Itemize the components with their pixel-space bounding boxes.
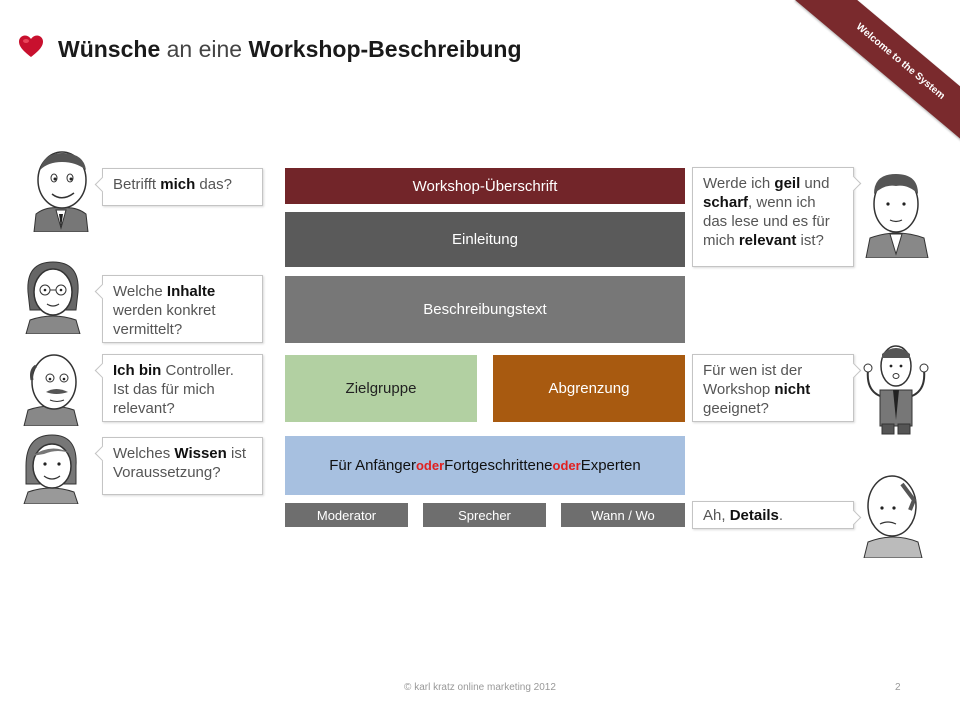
levels-advanced: Fortgeschrittene — [444, 457, 553, 474]
levels-beginners: Für Anfänger — [329, 457, 416, 474]
exclusion-box: Abgrenzung — [493, 355, 685, 422]
bubble-prerequisites: Welches Wissen ist Voraussetzung? — [102, 437, 263, 495]
woman-face-icon — [18, 432, 84, 504]
levels-experts: Experten — [580, 457, 641, 474]
footer-copyright: © karl kratz online marketing 2012 — [404, 682, 556, 693]
description-box: Beschreibungstext — [285, 276, 685, 343]
workshop-heading-box: Workshop-Überschrift — [285, 168, 685, 204]
moderator-box: Moderator — [285, 503, 408, 527]
bubble-details: Ah, Details. — [692, 501, 854, 529]
levels-or-2: oder — [552, 458, 581, 473]
man-tie-arms-up-icon — [860, 340, 932, 436]
when-where-box: Wann / Wo — [561, 503, 685, 527]
levels-or-1: oder — [415, 458, 445, 473]
page-number: 2 — [895, 682, 901, 693]
speaker-box: Sprecher — [423, 503, 546, 527]
levels-box: Für Anfänger oder Fortgeschrittene oder … — [285, 436, 685, 495]
bubble-content: Welche Inhalte werden konkret vermittelt… — [102, 275, 263, 343]
target-group-box: Zielgruppe — [285, 355, 477, 422]
bubble-controller: Ich bin Controller. Ist das für mich rel… — [102, 354, 263, 422]
bubble-relevance: Werde ich geil und scharf, wenn ich das … — [692, 167, 854, 267]
bubble-not-suitable: Für wen ist der Workshop nicht geeignet? — [692, 354, 854, 422]
man-face-icon — [862, 168, 932, 258]
bald-man-mustache-face-icon — [16, 350, 86, 426]
bubble-concern-me: Betrifft mich das? — [102, 168, 263, 206]
page-title: Wünsche an eine Workshop-Beschreibung — [58, 36, 522, 62]
heart-icon — [18, 34, 44, 60]
bald-man-face-icon — [858, 470, 928, 558]
ribbon-label: Welcome to the System — [795, 0, 960, 150]
corner-ribbon: Welcome to the System — [790, 0, 960, 150]
man-glasses-face-icon — [26, 148, 96, 232]
introduction-box: Einleitung — [285, 212, 685, 267]
woman-glasses-face-icon — [20, 258, 86, 334]
